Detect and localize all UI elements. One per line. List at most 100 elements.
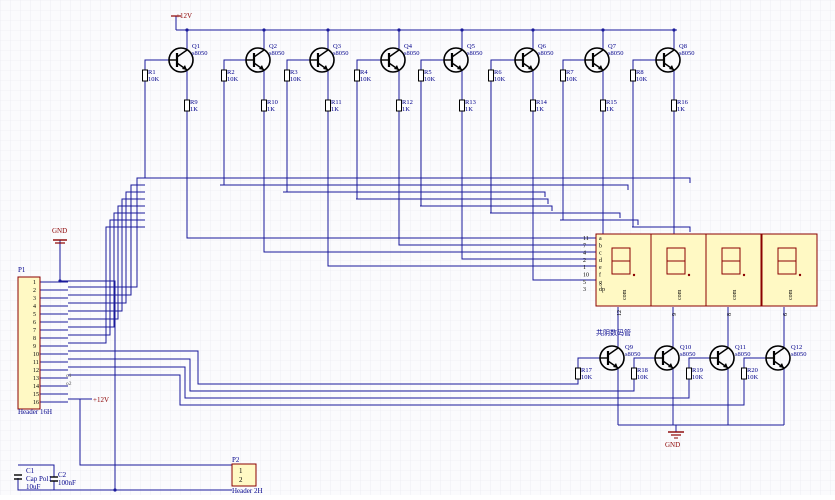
digit-2-pin-number: 9 [672, 313, 678, 316]
r13-ref: R13 [465, 99, 476, 106]
digit-3-com-label: com [732, 289, 738, 300]
q3-part: s8050 [333, 50, 349, 57]
q5-base-wire [420, 59, 444, 70]
p1-pin-num-13: 13 [33, 376, 39, 382]
digit-base-route-3 [68, 366, 690, 399]
q6-ref: Q6 [538, 43, 547, 50]
q10-ref: Q10 [680, 344, 691, 351]
gnd-label-top: GND [52, 227, 67, 235]
q6-part: s8050 [538, 50, 554, 57]
r7-value: 10K [566, 76, 578, 83]
digit-1-com-label: com [622, 289, 628, 300]
segment-pin-a: a [599, 236, 602, 242]
q1-collector [176, 49, 188, 58]
upper-route-4 [356, 198, 549, 204]
r2-ref: R2 [227, 69, 235, 76]
display-digit-1 [595, 233, 652, 307]
q7-part: s8050 [608, 50, 624, 57]
r17-ref: R17 [581, 367, 593, 374]
q6-collector [522, 49, 534, 58]
p1-pin-num-9: 9 [33, 344, 36, 350]
r10-ref: R10 [267, 99, 278, 106]
q12-ref: Q12 [791, 344, 802, 351]
q5-collector [451, 49, 463, 58]
q4-base-wire [356, 59, 381, 70]
segment-pin-num-a: 11 [583, 236, 589, 242]
r17-value: 10K [581, 374, 593, 381]
junction-dot [531, 28, 535, 32]
segment-wire-6 [532, 111, 596, 281]
r2-value: 10K [227, 76, 239, 83]
digit-3-dp [742, 273, 746, 277]
q11-arrow [723, 363, 728, 368]
header-p2-body [231, 463, 257, 487]
segment-pin-num-b: 7 [583, 243, 586, 249]
segment-pin-num-dp: 3 [583, 287, 586, 293]
r16-ref: R16 [677, 99, 689, 106]
r3-ref: R3 [290, 69, 298, 76]
q11-ref: Q11 [735, 344, 746, 351]
q12-part: s8050 [791, 351, 807, 358]
segment-pin-b: b [599, 243, 602, 249]
segment-pin-d: d [599, 258, 602, 264]
r19-body [686, 367, 692, 380]
r19-ref: R19 [692, 367, 703, 374]
header-route-2 [68, 184, 145, 296]
digit-1-dp [632, 273, 636, 277]
p1-pin-num-6: 6 [33, 320, 36, 326]
r8-ref: R8 [636, 69, 644, 76]
q1-base-wire [144, 59, 169, 70]
r6-value: 10K [494, 76, 506, 83]
gnd-trunk [60, 280, 116, 490]
display-digit-4 [761, 233, 818, 307]
q5-ref: Q5 [467, 43, 475, 50]
q6-base-wire [490, 59, 515, 70]
q10-collector [662, 347, 674, 356]
segment-wire-1 [186, 111, 596, 239]
digit-4-pin-number: 6 [783, 313, 789, 316]
r1-value: 10K [148, 76, 160, 83]
r19-value: 10K [692, 374, 704, 381]
digit-4-dp [798, 273, 802, 277]
r18-value: 10K [637, 374, 649, 381]
r13-value: 1K [465, 106, 473, 113]
q1-ref: Q1 [192, 43, 200, 50]
digit-2-com-label: com [677, 289, 683, 300]
p1-pin-num-1: 1 [33, 280, 36, 286]
r17-body [575, 367, 581, 380]
r11-body [325, 99, 331, 112]
q3-arrow [323, 65, 328, 70]
junction-dot [601, 28, 605, 32]
r12-value: 1K [402, 106, 410, 113]
segment-pin-f: f [599, 272, 601, 279]
r12-ref: R12 [402, 99, 413, 106]
q7-arrow [598, 65, 603, 70]
p2-pin-1: 1 [239, 467, 243, 475]
p1-pin-num-7: 7 [33, 328, 36, 334]
r6-ref: R6 [494, 69, 502, 76]
c2-value: 100nF [58, 479, 76, 487]
q8-part: s8050 [679, 50, 695, 57]
p1-pin-num-11: 11 [33, 360, 39, 366]
q7-ref: Q7 [608, 43, 617, 50]
q9-arrow [613, 363, 618, 368]
p1-pin-num-15: 15 [33, 392, 39, 398]
q2-part: s8050 [269, 50, 285, 57]
segment-pin-num-c: 4 [583, 251, 586, 257]
header-route-8 [68, 226, 145, 344]
q3-ref: Q3 [333, 43, 341, 50]
c1-name: Cap Pol1 [26, 475, 52, 483]
p1-pin-num-8: 8 [33, 336, 36, 342]
junction-dot [397, 28, 401, 32]
wires [17, 16, 785, 492]
upper-route-1 [145, 177, 691, 183]
digit-base-route-2 [68, 358, 635, 392]
c1-ref: C1 [26, 467, 35, 475]
q5-part: s8050 [467, 50, 483, 57]
segment-wire-5 [461, 111, 596, 260]
r3-value: 10K [290, 76, 302, 83]
q8-ref: Q8 [679, 43, 687, 50]
q4-part: s8050 [404, 50, 420, 57]
q7-collector [592, 49, 604, 58]
cap-top-wire [18, 464, 55, 477]
